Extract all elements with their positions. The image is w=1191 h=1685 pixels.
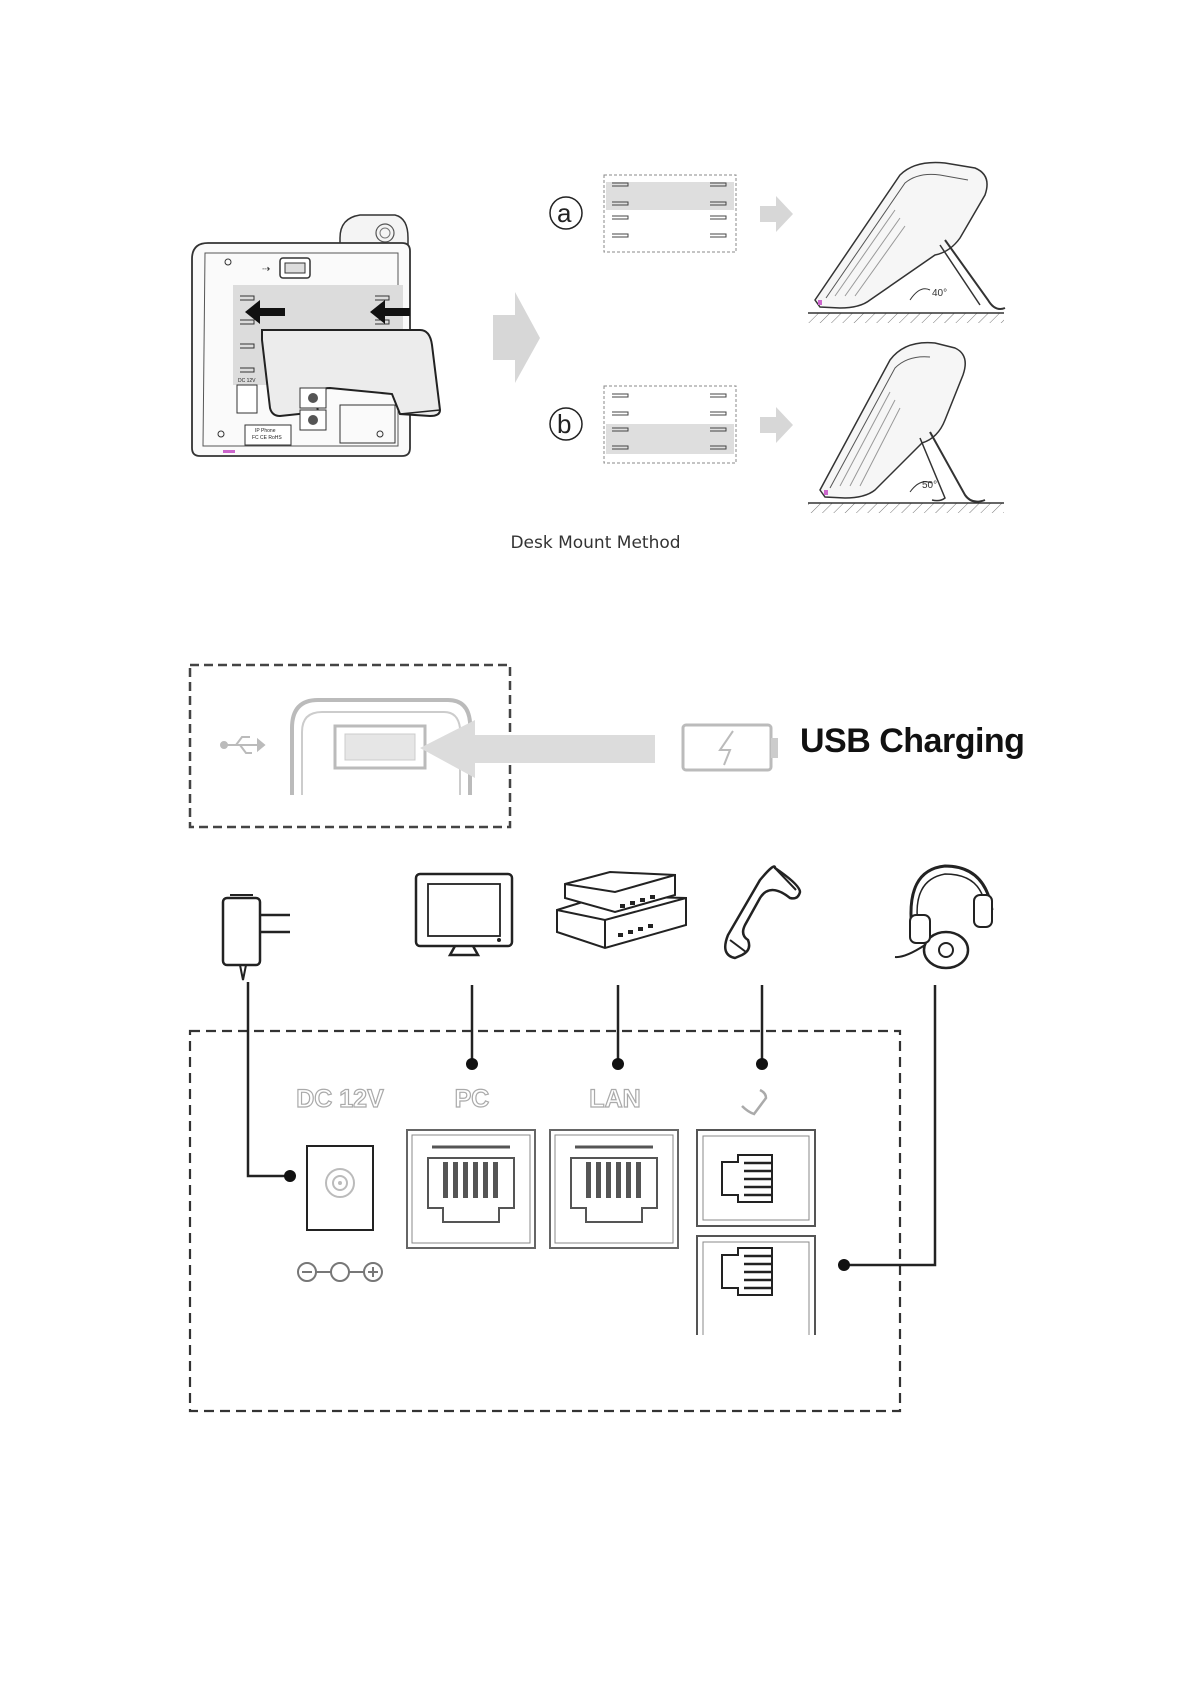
handset-port <box>697 1130 815 1226</box>
polarity-symbol <box>298 1263 382 1281</box>
desk-mount-caption: Desk Mount Method <box>0 533 1191 553</box>
usb-panel <box>190 665 778 827</box>
side-view-40 <box>808 163 1005 324</box>
phone-brand-label: IP Phone <box>255 428 275 434</box>
dc-jack-port <box>307 1146 373 1230</box>
pc-port-label: PC <box>442 1085 502 1114</box>
phone-back-illustration: ⇢ <box>192 215 440 456</box>
power-adapter-icon <box>223 895 290 980</box>
svg-text:⇢: ⇢ <box>262 264 270 275</box>
pc-ethernet-port <box>407 1130 535 1248</box>
arrow-a <box>760 196 793 232</box>
headset-icon <box>895 866 992 968</box>
phone-dc-label: DC 12V <box>238 378 256 384</box>
arrow-b <box>760 407 793 443</box>
slot-panel-b <box>604 386 736 463</box>
headset-port <box>697 1236 815 1335</box>
usb-charging-title: USB Charging <box>800 722 1024 761</box>
dc-port-label: DC 12V <box>285 1085 395 1114</box>
lan-ethernet-port <box>550 1130 678 1248</box>
network-switch-icon <box>557 872 686 948</box>
handset-icon <box>725 867 800 959</box>
monitor-icon <box>416 874 512 955</box>
phone-cert-label: FC CE RoHS <box>252 435 282 441</box>
option-b-label: b <box>557 409 571 440</box>
handset-port-label-icon <box>742 1090 766 1114</box>
big-right-arrow <box>493 292 540 383</box>
side-view-50 <box>808 343 1004 513</box>
option-a-label: a <box>557 198 571 229</box>
angle-50-label: 50° <box>922 480 937 491</box>
angle-40-label: 40° <box>932 288 947 299</box>
slot-panel-a <box>604 175 736 252</box>
lan-port-label: LAN <box>580 1085 650 1114</box>
